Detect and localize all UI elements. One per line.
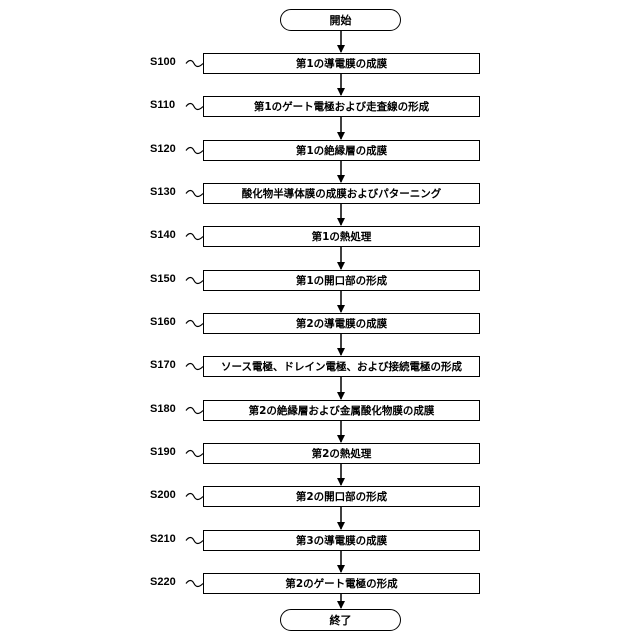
step-id-label: S120: [150, 143, 190, 155]
step-text: ソース電極、ドレイン電極、および接続電極の形成: [221, 359, 462, 374]
step-box-s110: 第1のゲート電極および走査線の形成: [203, 96, 480, 117]
step-text: 第2の絶縁層および金属酸化物膜の成膜: [249, 403, 435, 418]
step-id-label: S130: [150, 186, 190, 198]
step-id-label: S110: [150, 99, 190, 111]
step-box-s150: 第1の開口部の形成: [203, 270, 480, 291]
step-id-label: S170: [150, 359, 190, 371]
end-terminal: 終了: [280, 609, 401, 631]
step-text: 第1の開口部の形成: [296, 273, 387, 288]
step-box-s170: ソース電極、ドレイン電極、および接続電極の形成: [203, 356, 480, 377]
step-text: 第3の導電膜の成膜: [296, 533, 387, 548]
step-id-label: S160: [150, 316, 190, 328]
step-id-label: S140: [150, 229, 190, 241]
step-box-s160: 第2の導電膜の成膜: [203, 313, 480, 334]
step-text: 第1のゲート電極および走査線の形成: [254, 99, 429, 114]
step-box-s200: 第2の開口部の形成: [203, 486, 480, 507]
step-id-label: S180: [150, 403, 190, 415]
step-id-label: S200: [150, 489, 190, 501]
step-box-s210: 第3の導電膜の成膜: [203, 530, 480, 551]
step-box-s100: 第1の導電膜の成膜: [203, 53, 480, 74]
end-label: 終了: [330, 612, 352, 628]
step-id-label: S220: [150, 576, 190, 588]
start-terminal: 開始: [280, 9, 401, 31]
step-id-label: S100: [150, 56, 190, 68]
step-id-label: S210: [150, 533, 190, 545]
step-box-s180: 第2の絶縁層および金属酸化物膜の成膜: [203, 400, 480, 421]
step-text: 第2の導電膜の成膜: [296, 316, 387, 331]
step-box-s220: 第2のゲート電極の形成: [203, 573, 480, 594]
step-box-s130: 酸化物半導体膜の成膜およびパターニング: [203, 183, 480, 204]
step-id-label: S150: [150, 273, 190, 285]
step-text: 第2のゲート電極の形成: [285, 576, 397, 591]
step-text: 第1の絶縁層の成膜: [296, 143, 387, 158]
step-text: 酸化物半導体膜の成膜およびパターニング: [242, 186, 442, 201]
step-id-label: S190: [150, 446, 190, 458]
step-box-s120: 第1の絶縁層の成膜: [203, 140, 480, 161]
step-box-s190: 第2の熱処理: [203, 443, 480, 464]
step-text: 第1の熱処理: [312, 229, 372, 244]
step-box-s140: 第1の熱処理: [203, 226, 480, 247]
start-label: 開始: [330, 12, 352, 28]
step-text: 第2の熱処理: [312, 446, 372, 461]
step-text: 第2の開口部の形成: [296, 489, 387, 504]
step-text: 第1の導電膜の成膜: [296, 56, 387, 71]
